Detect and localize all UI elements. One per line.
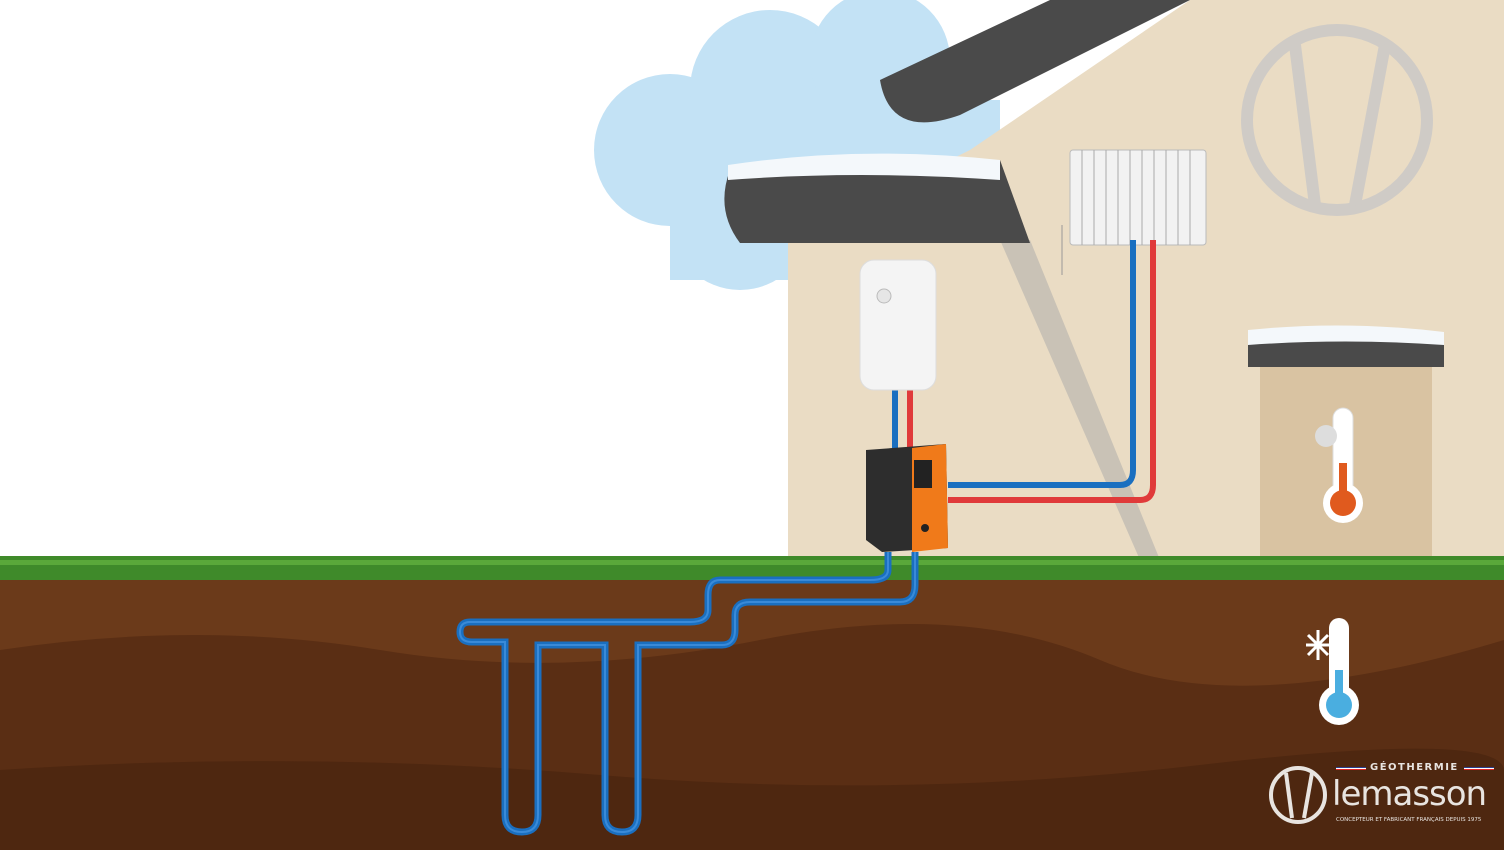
snowflake-icon	[1306, 630, 1330, 660]
ground-loop-pipes	[456, 552, 919, 836]
wall-shadow	[1000, 240, 1160, 560]
soil	[0, 575, 1504, 850]
brand-logo: GÉOTHERMIE lemasson CONCEPTEUR ET FABRIC…	[1268, 762, 1502, 828]
sun-icon	[1315, 425, 1337, 447]
grass	[0, 556, 1504, 580]
flag-left	[1336, 767, 1366, 770]
logo-tagline: CONCEPTEUR ET FABRICANT FRANÇAIS DEPUIS …	[1336, 817, 1482, 823]
thermometer-cold-icon	[1306, 618, 1359, 725]
water-heater-icon	[859, 259, 937, 391]
flag-right	[1464, 767, 1494, 770]
brand-logo-mark	[1269, 766, 1327, 824]
roof	[724, 0, 1190, 243]
logo-brand: lemasson	[1332, 774, 1487, 814]
logo-category: GÉOTHERMIE	[1370, 762, 1459, 773]
thermometer-warm-icon	[1315, 407, 1363, 523]
snowy-window	[1248, 325, 1444, 560]
house-logo-window	[1241, 24, 1433, 216]
pipes-heating	[892, 240, 1156, 503]
heat-pump-icon	[866, 444, 948, 552]
radiator-icon	[1061, 149, 1207, 275]
